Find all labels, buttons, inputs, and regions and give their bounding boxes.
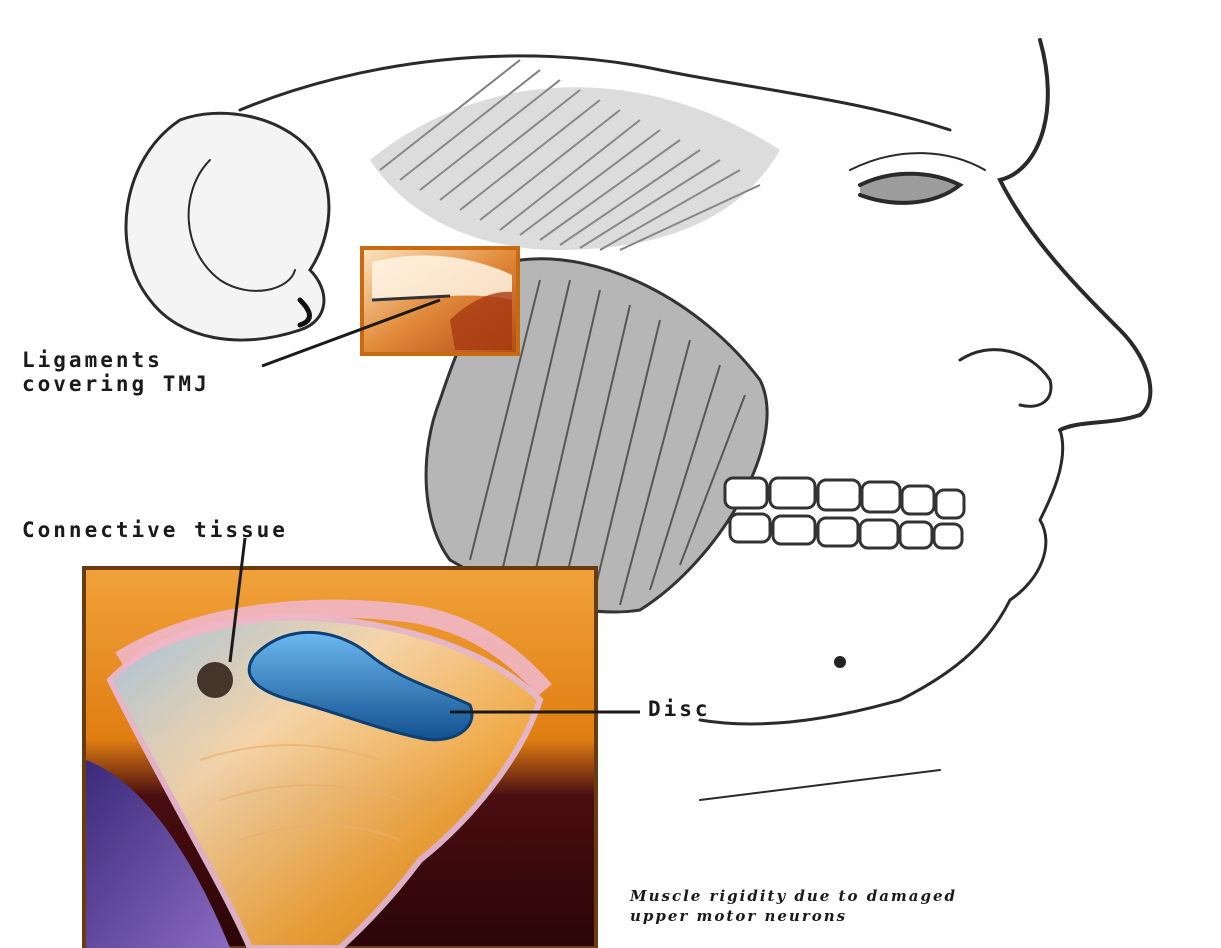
caption: Muscle rigidity due to damaged upper mot… [630, 886, 957, 927]
ligaments-label-line2: covering TMJ [22, 372, 210, 396]
disc-label: Disc [648, 697, 711, 721]
temporal-muscle-shade [370, 87, 780, 250]
joint-cross-section-inset [84, 568, 596, 948]
connective-tissue-label: Connective tissue [22, 518, 288, 542]
caption-line2: upper motor neurons [630, 906, 957, 926]
caption-line1: Muscle rigidity due to damaged [630, 886, 957, 906]
teeth [725, 478, 964, 548]
ligaments-label-line1: Ligaments [22, 348, 210, 372]
ligaments-label: Ligaments covering TMJ [22, 348, 210, 396]
